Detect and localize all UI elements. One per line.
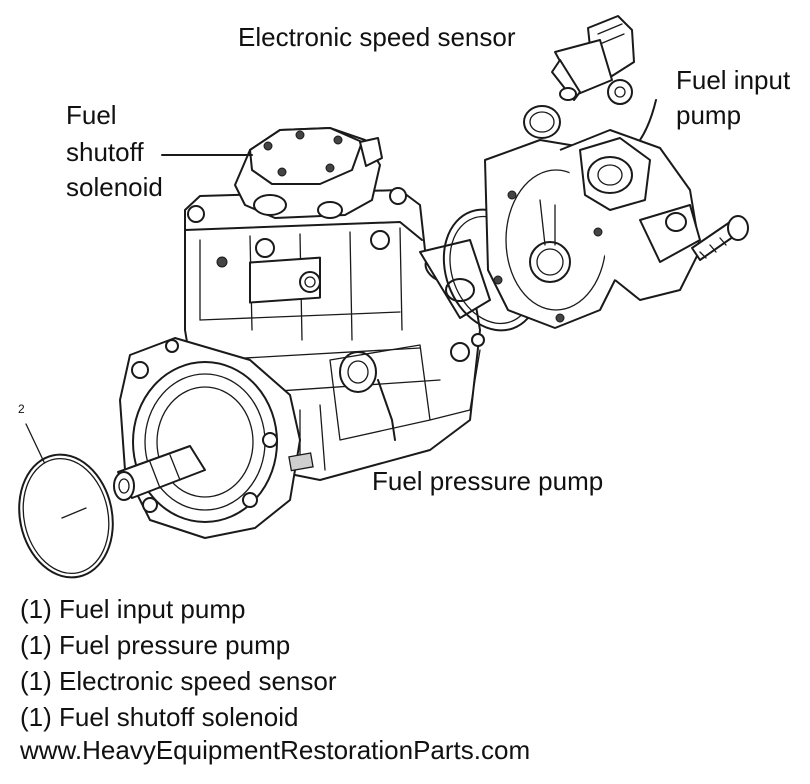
parts-list-item: (1) Electronic speed sensor <box>20 666 337 696</box>
parts-list-item: (1) Fuel shutoff solenoid <box>20 702 299 732</box>
label-oring-number: 2 <box>18 402 25 416</box>
label-input-line1: Fuel input <box>676 65 791 95</box>
pump-body <box>113 187 491 539</box>
parts-list-item: (1) Fuel input pump <box>20 594 246 624</box>
parts-list-item: (1) Fuel pressure pump <box>20 630 291 660</box>
label-pressure-pump: Fuel pressure pump <box>372 466 604 496</box>
o-ring <box>18 423 114 579</box>
fuel-input-pump <box>484 129 749 329</box>
fuel-shutoff-solenoid <box>234 127 383 219</box>
label-shutoff-line3: solenoid <box>66 172 163 202</box>
label-speed-sensor: Electronic speed sensor <box>238 22 516 52</box>
sensor-seal <box>523 105 561 139</box>
label-shutoff-line2: shutoff <box>66 137 144 167</box>
electronic-speed-sensor <box>551 15 635 105</box>
website-url: www.HeavyEquipmentRestorationParts.com <box>20 735 531 765</box>
parts-list: (1) Fuel input pump (1) Fuel pressure pu… <box>20 591 336 735</box>
label-shutoff-line1: Fuel <box>66 100 117 130</box>
leader-lines <box>161 99 657 441</box>
label-input-line2: pump <box>676 100 742 130</box>
